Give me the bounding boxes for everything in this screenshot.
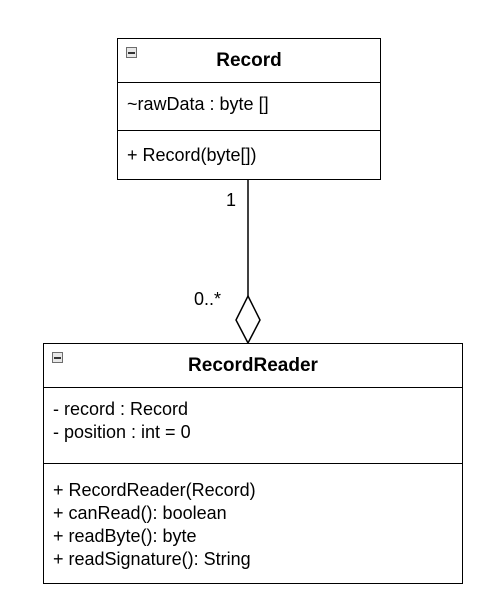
attribute-item: ~rawData : byte [] [127, 94, 269, 114]
attribute-item: - position : int = 0 [53, 422, 191, 442]
attribute-item: - record : Record [53, 399, 189, 419]
operation-item: + readByte(): byte [53, 526, 197, 546]
operation-item: + readSignature(): String [53, 549, 251, 569]
class-record-name: Record [216, 50, 282, 71]
multiplicity-record: 1 [226, 190, 237, 210]
class-record-reader-attributes: - record : Record - position : int = 0 [44, 388, 462, 464]
aggregation-diamond [235, 294, 261, 345]
operation-item: + Record(byte[]) [127, 145, 257, 165]
class-record-reader-header[interactable]: RecordReader [44, 344, 462, 388]
class-record[interactable]: Record ~rawData : byte [] + Record(byte[… [117, 38, 381, 180]
class-record-reader-operations: + RecordReader(Record) + canRead(): bool… [44, 464, 462, 571]
class-record-header[interactable]: Record [118, 39, 380, 83]
multiplicity-record-reader: 0..* [194, 289, 222, 309]
class-record-reader[interactable]: RecordReader - record : Record - positio… [43, 343, 463, 584]
operation-item: + canRead(): boolean [53, 503, 227, 523]
class-record-reader-name: RecordReader [188, 355, 318, 376]
class-record-attributes: ~rawData : byte [] [118, 83, 380, 131]
collapse-icon[interactable] [52, 352, 63, 363]
class-record-operations: + Record(byte[]) [118, 131, 380, 167]
operation-item: + RecordReader(Record) [53, 480, 256, 500]
collapse-icon[interactable] [126, 47, 137, 58]
